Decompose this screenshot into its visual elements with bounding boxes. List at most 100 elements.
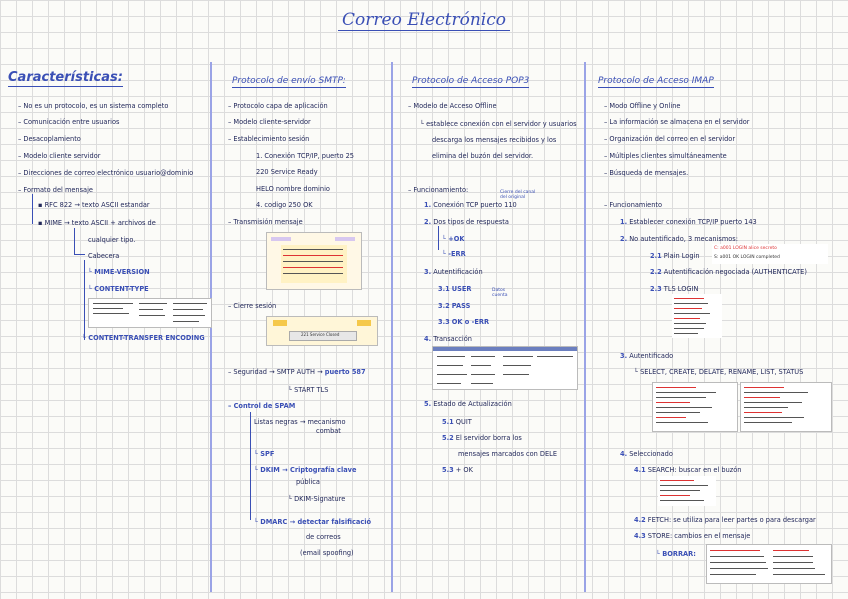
content-transfer-encoding: └ CONTENT-TRANSFER ENCODING <box>82 334 205 342</box>
list-item: – Cierre sesión <box>228 302 277 310</box>
rfc-label: ▪ RFC 822 → texto ASCII estandar <box>38 201 150 209</box>
mime-desc-2: cualquier tipo. <box>88 236 136 244</box>
smtp-column: Protocolo de envío SMTP: <box>232 68 346 88</box>
imap-step: 1. Establecer conexión TCP/IP puerto 143 <box>620 218 757 226</box>
session-step: 220 Service Ready <box>256 168 318 176</box>
plain-login-resp: S: a001 OK LOGIN completed <box>714 255 780 260</box>
column-divider <box>391 62 393 592</box>
dkim-note: pública <box>296 478 320 486</box>
imap-step: 3. Autentificado <box>620 352 674 360</box>
mime-version: └ MIME-VERSION <box>88 268 150 276</box>
plain-login-cmd: C: a001 LOGIN alice secreto <box>714 246 777 251</box>
list-item: – Transmisión mensaje <box>228 218 303 226</box>
mime-example-screenshot <box>88 298 212 328</box>
imap-sub: 2.2 Autentificación negociada (AUTHENTIC… <box>650 268 807 276</box>
list-item: – Direcciones de correo electrónico usua… <box>18 169 194 177</box>
characteristics-title: Características: <box>8 70 123 87</box>
list-item: – Organización del correo en el servidor <box>604 135 736 143</box>
pop3-step: 2. Dos tipos de respuesta <box>424 218 509 226</box>
pop3-step: 3. Autentificación <box>424 268 483 276</box>
plain-login-example: C: a001 LOGIN alice secreto S: a001 OK L… <box>712 244 828 264</box>
list-item: – Desacoplamiento <box>18 135 81 143</box>
pop3-auth-side: Datos cuenta <box>492 288 508 298</box>
imap-sub: 4.1 SEARCH: buscar en el buzón <box>634 466 742 474</box>
spam-bracket <box>250 412 251 520</box>
dkim-signature: └ DKIM-Signature <box>288 495 346 503</box>
imap-auth-example-2 <box>740 382 832 432</box>
pop3-fn-note: Cierre del canal del original <box>500 190 536 200</box>
close-diagram-label: 221 Service Closed <box>301 332 340 337</box>
column-divider <box>584 62 586 592</box>
pop3-update-sub-2: mensajes marcados con DELE <box>458 450 558 458</box>
smtp-transmission-diagram <box>266 232 362 290</box>
list-item: – Modelo cliente servidor <box>18 152 101 160</box>
pop3-auth-sub: 3.2 PASS <box>438 302 471 310</box>
session-step: 1. Conexión TCP/IP, puerto 25 <box>256 152 355 160</box>
list-item: – La información se almacena en el servi… <box>604 118 750 126</box>
pop3-update-sub: 5.2 El servidor borra los <box>442 434 522 442</box>
pop3-desc-2: descarga los mensajes recibidos y los <box>432 136 557 144</box>
characteristics-column: Características: <box>8 66 123 87</box>
imap-auth-cmds: └ SELECT, CREATE, DELATE, RENAME, LIST, … <box>634 368 804 376</box>
imap-sub: 2.3 TLS LOGIN <box>650 285 699 293</box>
session-step: HELO nombre dominio <box>256 185 330 193</box>
imap-sub: 4.3 STORE: cambios en el mensaje <box>634 532 751 540</box>
imap-funcionamiento: – Funcionamiento <box>604 201 663 209</box>
header-bracket <box>84 260 85 340</box>
list-item: – Búsqueda de mensajes. <box>604 169 689 177</box>
imap-auth-example-1 <box>652 382 738 432</box>
list-item: – Modelo cliente-servidor <box>228 118 311 126</box>
list-item: – Protocolo capa de aplicación <box>228 102 328 110</box>
session-step: 4. codigo 250 OK <box>256 201 313 209</box>
pop3-ok: └ +OK <box>442 235 465 243</box>
imap-step: 4. Seleccionado <box>620 450 673 458</box>
pop3-title: Protocolo de Acceso POP3 <box>412 76 530 88</box>
imap-step: 2. No autentificado, 3 mecanismos: <box>620 235 738 243</box>
pop3-funcionamiento: – Funcionamiento: <box>408 186 469 194</box>
cabecera-bracket <box>74 228 85 255</box>
list-item: – Modo Offline y Online <box>604 102 681 110</box>
starttls-item: └ START TLS <box>288 386 329 394</box>
pop3-update-sub: 5.1 QUIT <box>442 418 472 426</box>
pop3-transaction-table <box>432 346 578 390</box>
imap-column: Protocolo de Acceso IMAP <box>598 68 714 88</box>
imap-sub: 4.2 FETCH: se utiliza para leer partes o… <box>634 516 816 524</box>
dmarc-note-2: de correos <box>306 533 341 541</box>
smtp-close-diagram: 221 Service Closed <box>266 316 378 346</box>
borrar-example <box>706 544 832 584</box>
pop3-desc: └ establece conexión con el servidor y u… <box>420 120 577 128</box>
pop3-model: – Modelo de Acceso Offline <box>408 102 497 110</box>
smtp-title: Protocolo de envío SMTP: <box>232 76 346 88</box>
content-type: └ CONTENT-TYPE <box>88 285 149 293</box>
search-example <box>658 476 716 506</box>
dmarc-note-3: (email spoofing) <box>300 549 354 557</box>
listas-negras: Listas negras → mecanismo <box>254 418 346 426</box>
imap-sub: 2.1 Plain Login <box>650 252 700 260</box>
pop3-step: 5. Estado de Actualización <box>424 400 512 408</box>
response-bracket <box>438 226 439 250</box>
cabecera-label: Cabecera <box>88 252 120 260</box>
pop3-step: 4. Transacción <box>424 335 472 343</box>
tls-login-example <box>672 294 722 338</box>
listas-negras-note: combat <box>316 427 341 435</box>
pop3-update-sub: 5.3 + OK <box>442 466 473 474</box>
spf-item: └ SPF <box>254 450 275 458</box>
dkim-item: └ DKIM → Criptografía clave <box>254 466 357 474</box>
mime-label: ▪ MIME → texto ASCII + archivos de <box>38 219 156 227</box>
imap-title: Protocolo de Acceso IMAP <box>598 76 714 88</box>
pop3-err: └ -ERR <box>442 250 466 258</box>
list-item: – No es un protocolo, es un sistema comp… <box>18 102 169 110</box>
pop3-auth-sub: 3.3 OK o -ERR <box>438 318 490 326</box>
format-bracket <box>32 194 33 224</box>
list-item: – Comunicación entre usuarios <box>18 118 120 126</box>
pop3-step: 1. Conexión TCP puerto 110 <box>424 201 517 209</box>
list-item: – Formato del mensaje <box>18 186 93 194</box>
pop3-auth-sub: 3.1 USER <box>438 285 472 293</box>
list-item: – Múltiples clientes simultáneamente <box>604 152 727 160</box>
pop3-desc-3: elimina del buzón del servidor. <box>432 152 534 160</box>
spam-title: – Control de SPAM <box>228 402 296 410</box>
dmarc-item: └ DMARC → detectar falsificació <box>254 518 372 526</box>
list-item: – Seguridad → SMTP AUTH → puerto 587 <box>228 368 366 376</box>
borrar-label: └ BORRAR: <box>656 550 696 558</box>
pop3-column: Protocolo de Acceso POP3 <box>412 68 530 88</box>
